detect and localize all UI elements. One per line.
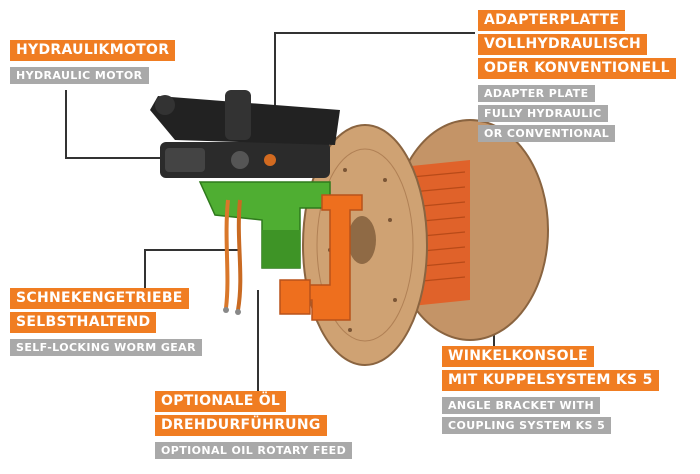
label-de-line: WINKELKONSOLE <box>442 346 594 367</box>
label-en-line: OPTIONAL OIL ROTARY FEED <box>155 442 353 459</box>
label-de-line: HYDRAULIKMOTOR <box>10 40 176 61</box>
leader-adapter <box>274 32 475 108</box>
label-de-line: OPTIONALE ÖL <box>155 391 287 412</box>
label-hydraulic-motor: HYDRAULIKMOTOR HYDRAULIC MOTOR <box>10 40 176 87</box>
oil-hoses <box>224 199 243 311</box>
leader-gear <box>144 249 240 295</box>
label-oil-rotary-feed: OPTIONALE ÖL DREHDURFÜHRUNG OPTIONAL OIL… <box>155 391 353 462</box>
label-en-line: FULLY HYDRAULIC <box>478 105 608 122</box>
label-adapter-plate: ADAPTERPLATTE VOLLHYDRAULISCH ODER KONVE… <box>478 10 676 145</box>
adapter-plate <box>150 90 340 145</box>
label-en-line: ANGLE BRACKET WITH <box>442 397 601 414</box>
label-de-line: ADAPTERPLATTE <box>478 10 626 31</box>
reel-hub <box>348 216 376 264</box>
angle-bracket <box>279 194 363 321</box>
label-en-line: ADAPTER PLATE <box>478 85 595 102</box>
label-de-line: ODER KONVENTIONELL <box>478 58 676 79</box>
label-en-line: COUPLING SYSTEM KS 5 <box>442 417 612 434</box>
hydraulic-motor <box>160 142 330 178</box>
label-de-line: VOLLHYDRAULISCH <box>478 34 648 55</box>
label-en-line: SELF-LOCKING WORM GEAR <box>10 339 202 356</box>
label-worm-gear: SCHNEKENGETRIEBE SELBSTHALTEND SELF-LOCK… <box>10 288 202 359</box>
label-de-line: MIT KUPPELSYSTEM KS 5 <box>442 370 659 391</box>
label-de-line: SELBSTHALTEND <box>10 312 157 333</box>
label-de-line: SCHNEKENGETRIEBE <box>10 288 189 309</box>
label-de-line: DREHDURFÜHRUNG <box>155 415 327 436</box>
label-en-line: HYDRAULIC MOTOR <box>10 67 149 84</box>
green-frame <box>198 181 331 269</box>
label-angle-bracket: WINKELKONSOLE MIT KUPPELSYSTEM KS 5 ANGL… <box>442 346 659 437</box>
leader-motor <box>65 90 160 159</box>
label-en-line: OR CONVENTIONAL <box>478 125 616 142</box>
